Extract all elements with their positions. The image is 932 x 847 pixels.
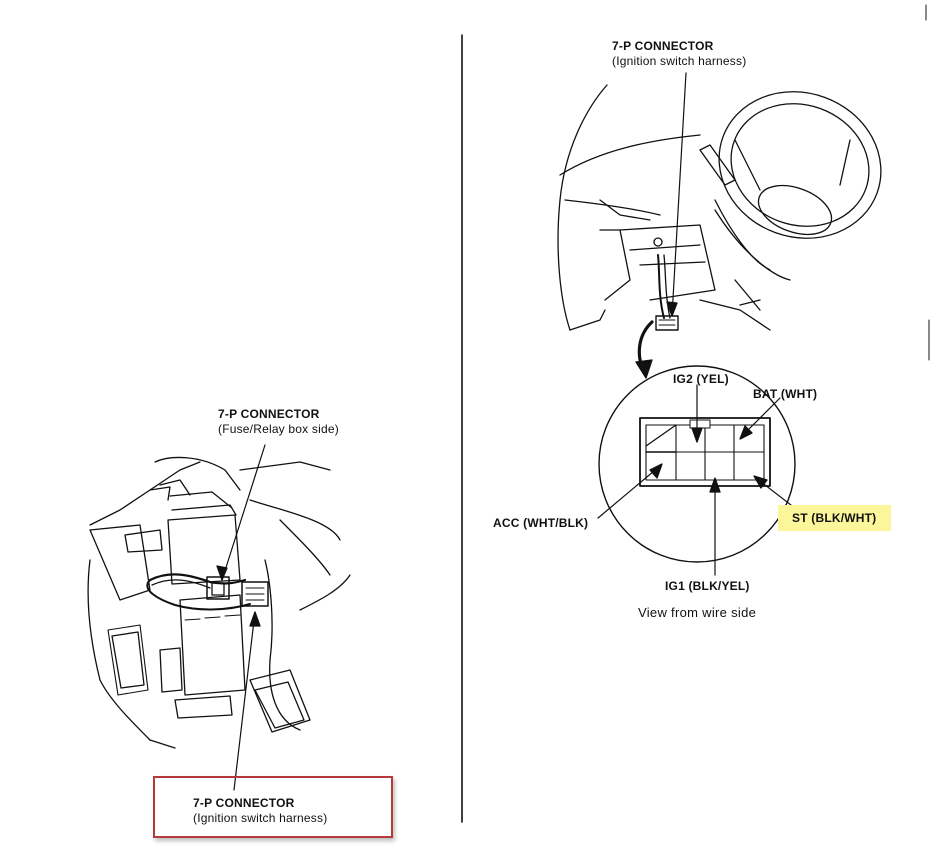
st-highlight xyxy=(778,505,891,531)
harness-connector-label: 7-P CONNECTOR (Ignition switch harness) xyxy=(193,796,327,826)
harness-connector-title: 7-P CONNECTOR xyxy=(193,796,295,810)
top-connector-leader xyxy=(671,72,687,317)
left-dashboard-drawing xyxy=(87,444,351,791)
terminal-acc-label: ACC (WHT/BLK) xyxy=(493,516,589,530)
highlight-box-harness-connector xyxy=(153,776,393,838)
view-caption: View from wire side xyxy=(638,605,757,620)
connector-face-view xyxy=(597,365,801,576)
harness-connector-leader xyxy=(233,611,256,791)
terminal-bat-label: BAT (WHT) xyxy=(753,387,818,401)
harness-connector-subtitle: (Ignition switch harness) xyxy=(193,811,328,825)
fuse-connector-title: 7-P CONNECTOR xyxy=(218,407,320,421)
terminal-st-label: ST (BLK/WHT) xyxy=(792,511,877,525)
acc-leader xyxy=(597,465,661,519)
top-connector-title: 7-P CONNECTOR xyxy=(612,39,714,53)
top-connector-label: 7-P CONNECTOR (Ignition switch harness) xyxy=(612,39,746,69)
terminal-ig1-label: IG1 (BLK/YEL) xyxy=(665,579,750,593)
fuse-connector-label: 7-P CONNECTOR (Fuse/Relay box side) xyxy=(218,407,339,437)
steering-wheel xyxy=(718,91,882,239)
magnifier-circle xyxy=(598,365,796,563)
top-connector-subtitle: (Ignition switch harness) xyxy=(612,54,747,68)
fuse-connector-leader xyxy=(221,444,266,581)
right-steering-drawing xyxy=(557,72,882,379)
fuse-connector-subtitle: (Fuse/Relay box side) xyxy=(218,422,339,436)
terminal-ig2-label: IG2 (YEL) xyxy=(673,372,729,386)
